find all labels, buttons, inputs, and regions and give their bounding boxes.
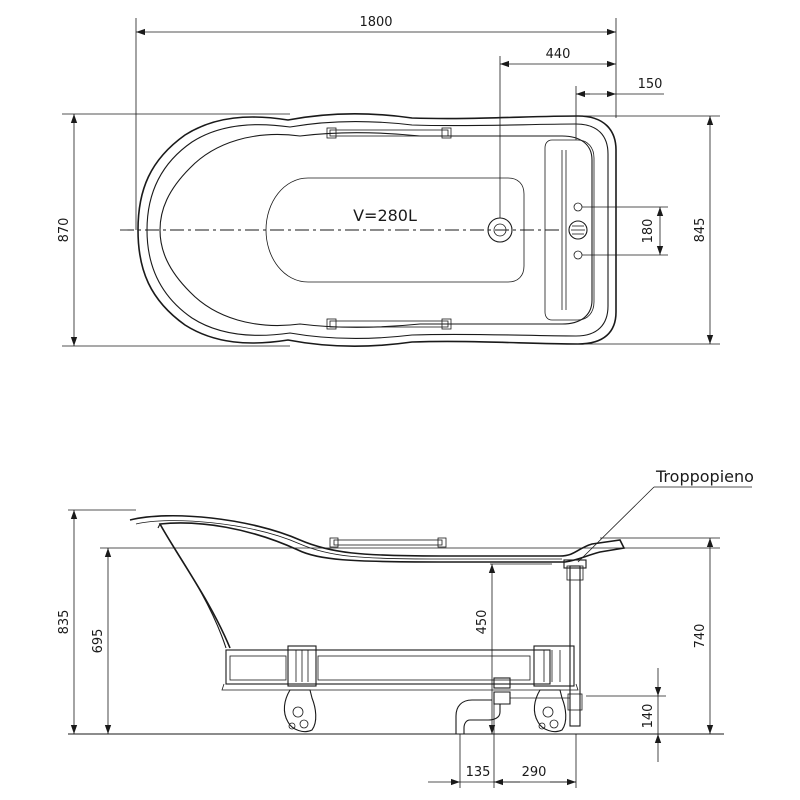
dim-length: 1800: [359, 15, 392, 30]
dim-overflow-offset: 150: [638, 77, 663, 92]
tub-floor: [265, 177, 525, 283]
overflow-leader: [577, 486, 655, 563]
tub-rim-line: [146, 120, 609, 340]
tub-back-edge: [157, 523, 161, 529]
volume-label: V=280L: [353, 206, 417, 225]
dim-overflow-height: 740: [693, 624, 708, 649]
decorative-skirt-band: [225, 649, 551, 685]
tap-hole-lower-icon: [573, 250, 583, 260]
dim-waste-x: 135: [466, 765, 491, 780]
grab-handle-bottom: [326, 318, 452, 330]
side-view: Troppopieno 835 695 740 450 140 135: [57, 467, 754, 788]
dim-waste-height: 140: [641, 704, 656, 729]
dim-rim-height: 695: [91, 629, 106, 654]
tub-profile: [129, 514, 626, 649]
dim-total-height: 835: [57, 610, 72, 635]
dim-waste-spacing: 290: [522, 765, 547, 780]
dim-inner-width: 845: [693, 218, 708, 243]
tap-hole-upper-icon: [573, 202, 583, 212]
claw-foot-left-icon: [283, 689, 317, 733]
tub-profile-inner: [135, 520, 562, 560]
overflow-grate-icon: [568, 220, 588, 240]
dim-tap-spacing: 180: [641, 219, 656, 244]
dim-width: 870: [57, 218, 72, 243]
overflow-label: Troppopieno: [655, 467, 754, 486]
skirt-pillar-right: [533, 645, 575, 687]
side-handle: [329, 537, 447, 548]
dim-drain-height: 450: [475, 610, 490, 635]
grab-handle-top: [326, 127, 452, 139]
claw-foot-right-icon: [533, 689, 567, 733]
greek-key-pattern-right: [317, 655, 531, 681]
overflow-cap: [566, 565, 584, 581]
overflow-head: [563, 559, 587, 569]
dim-drain-offset: 440: [546, 47, 571, 62]
tap-deck: [544, 139, 595, 321]
greek-key-pattern-left: [229, 655, 287, 681]
overflow-fitting: [567, 693, 583, 711]
skirt-pillar-left: [287, 645, 317, 687]
tub-outer-outline: [137, 112, 617, 348]
tub-back-curve: [161, 527, 227, 649]
tub-inner-basin: [159, 132, 593, 328]
skirt-base: [221, 683, 579, 691]
top-view: V=280L 1800 440 150 870 845 180: [57, 15, 720, 348]
